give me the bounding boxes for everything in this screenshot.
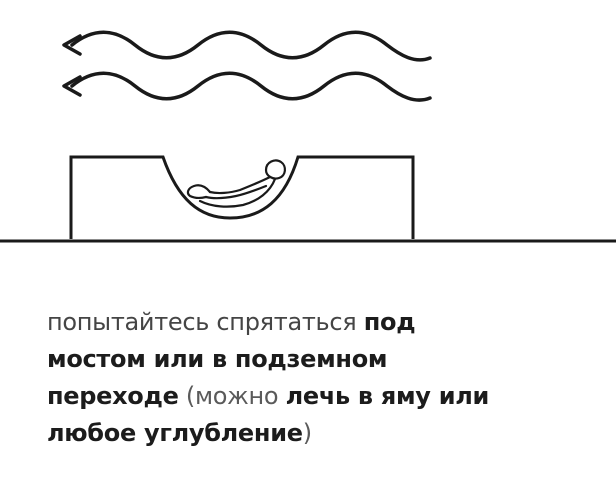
instruction-line-1-bold: под [363, 308, 416, 336]
wind-icon [62, 30, 432, 102]
instruction-line-3: переходе (можно лечь в яму или [47, 378, 607, 415]
wind-line-bottom [70, 71, 432, 102]
wind-arrowhead-bottom [62, 75, 82, 97]
ground-block [69, 155, 415, 239]
wind-arrowhead-top [62, 34, 82, 56]
person-body-outline [198, 177, 277, 208]
instruction-line-3-regular: (можно [178, 382, 286, 410]
wind-line-top [70, 30, 432, 62]
lying-person-icon [186, 159, 286, 208]
instruction-line-4-bold: любое углубление [47, 419, 303, 447]
instruction-text: попытайтесь спрятаться под мостом или в … [47, 304, 607, 452]
pit-icon [0, 155, 616, 243]
person-head [264, 159, 286, 180]
instruction-line-3-bold-a: переходе [47, 382, 179, 410]
instruction-line-3-bold-b: лечь в яму или [285, 382, 490, 410]
instruction-line-2: мостом или в подземном [47, 341, 607, 378]
instruction-line-4-regular: ) [302, 419, 312, 447]
person-legs [186, 184, 212, 200]
instruction-line-4: любое углубление) [47, 415, 607, 452]
person-upper-arm [208, 175, 272, 195]
person-forearm [204, 184, 268, 200]
instruction-line-1-regular: попытайтесь спрятаться [47, 308, 364, 336]
instruction-line-2-bold: мостом или в подземном [47, 345, 388, 373]
shelter-diagram [0, 30, 616, 243]
instruction-line-1: попытайтесь спрятаться под [47, 304, 607, 341]
